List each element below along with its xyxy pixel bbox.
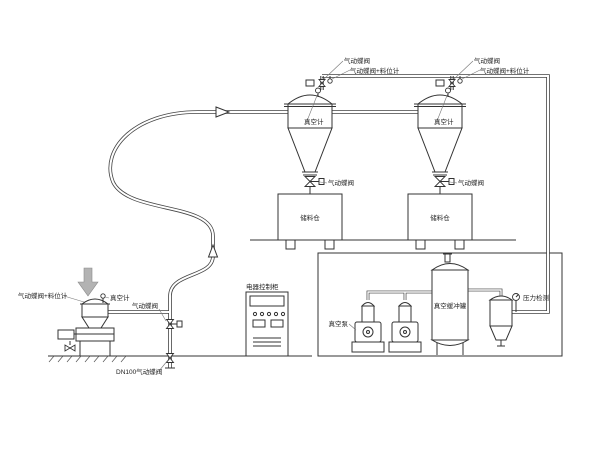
equipment-enclosure (317, 252, 563, 357)
flow-arrow-right (215, 106, 231, 118)
label-hopper1-vacuum-gauge: 真空计 (304, 117, 324, 126)
feed-arrow-down (77, 267, 99, 297)
label-feeder-vacuum-gauge: 真空计 (110, 293, 130, 302)
receiver-hopper-1 (277, 75, 343, 250)
label-hopper2-bin: 储料仓 (430, 213, 450, 222)
vacuum-pump-2 (388, 302, 422, 353)
label-hopper1-bin: 储料仓 (300, 213, 320, 222)
label-hopper2-valve-level: 气动蝶阀+料位计 (480, 66, 530, 75)
pressure-gauge (512, 293, 520, 312)
label-vacuum-pump: 真空泵 (329, 319, 349, 328)
label-hopper1-top-valve: 气动蝶阀 (344, 56, 370, 65)
control-cabinet (245, 291, 289, 357)
flow-arrow-up (207, 243, 219, 258)
label-hopper2-vacuum-gauge: 真空计 (434, 117, 454, 126)
filter-unit (488, 295, 514, 347)
label-hopper1-valve-level: 气动蝶阀+料位计 (350, 66, 400, 75)
label-pressure-detection: 压力检测 (523, 293, 550, 302)
riser-butterfly-valve (165, 319, 183, 329)
vacuum-feeder (57, 293, 115, 356)
vacuum-pump-1 (351, 302, 385, 353)
label-dn100-valve: DN100气动蝶阀 (116, 367, 162, 376)
label-riser-valve: 气动蝶阀 (132, 301, 158, 310)
label-hopper1-discharge-valve: 气动蝶阀 (328, 178, 354, 187)
label-hopper2-top-valve: 气动蝶阀 (474, 56, 500, 65)
label-hopper2-discharge-valve: 气动蝶阀 (458, 178, 484, 187)
underground-butterfly-valve (165, 353, 175, 369)
receiver-hopper-2 (407, 75, 473, 250)
label-vacuum-tank: 真空缓冲罐 (434, 301, 467, 310)
vacuum-tank (430, 253, 470, 355)
pipe-bores (108, 75, 549, 368)
label-control-cabinet: 电器控制柜 (246, 282, 279, 291)
ground-line (48, 355, 312, 363)
leader-lines (63, 60, 481, 372)
label-feeder-valve-level: 气动蝶阀+料位计 (18, 291, 68, 300)
